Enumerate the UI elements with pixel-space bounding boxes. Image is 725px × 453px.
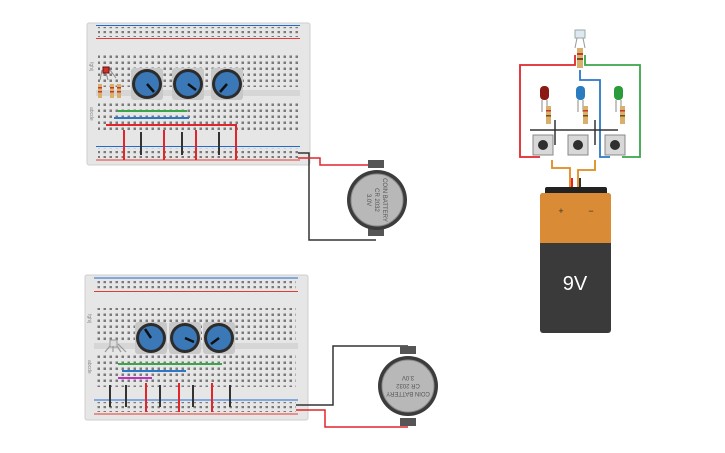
pushbutton-1[interactable] [532, 134, 554, 156]
pushbutton-3[interactable] [604, 134, 626, 156]
row-letters-bottom: abcde [86, 360, 92, 374]
row-letters-top: fghij [88, 62, 94, 71]
led-blue[interactable] [576, 86, 585, 112]
coin-battery-2-voltage: 3.0V [402, 374, 414, 380]
row-letters-top: fghij [86, 314, 92, 323]
wire-red-coin1[interactable] [298, 157, 376, 166]
coin-battery-1-voltage: 3.0V [365, 194, 371, 206]
potentiometer-2[interactable] [172, 68, 204, 100]
resistors-top[interactable] [98, 84, 121, 98]
rgb-led-bottom[interactable] [104, 339, 127, 353]
led-button-circuit[interactable] [519, 29, 641, 190]
wire-black-coin1[interactable] [298, 152, 376, 241]
wire-orange-right[interactable] [551, 160, 596, 187]
coin-battery-1-type: CR 2032 [373, 188, 379, 212]
breadboard-bottom[interactable]: fghij abcde [84, 274, 309, 421]
wire-black-coin2[interactable] [296, 345, 408, 406]
battery-minus-sign: − [588, 206, 593, 216]
wire-red-coin2[interactable] [296, 409, 408, 428]
coin-battery-1-label: COIN BATTERY [381, 178, 387, 222]
wire-red-right[interactable] [519, 55, 576, 158]
potentiometer-5[interactable] [169, 322, 201, 354]
nine-volt-battery[interactable]: + − 9V [540, 187, 611, 333]
potentiometer-1[interactable] [131, 68, 163, 100]
breadboard-top[interactable]: fghij abcde [86, 22, 311, 166]
rgb-led-right[interactable] [574, 29, 586, 49]
coin-battery-1[interactable]: COIN BATTERY CR 2032 3.0V [347, 160, 407, 236]
coin-battery-2-label: COIN BATTERY [386, 390, 430, 396]
wire-black-right-2[interactable] [554, 120, 596, 145]
rgb-led-top[interactable] [99, 66, 117, 81]
row-letters-bottom: abcde [88, 107, 94, 121]
coin-battery-2-type: CR 2032 [396, 382, 420, 388]
wire-blue-right[interactable] [579, 70, 610, 158]
battery-plus-sign: + [558, 206, 563, 216]
wire-green-right[interactable] [584, 55, 641, 158]
coin-battery-2[interactable]: COIN BATTERY CR 2032 3.0V [378, 346, 438, 426]
potentiometer-3[interactable] [211, 68, 243, 100]
battery-voltage-label: 9V [563, 273, 588, 295]
potentiometer-6[interactable] [203, 322, 235, 354]
pushbutton-2[interactable] [567, 134, 589, 156]
potentiometer-4[interactable] [135, 322, 167, 354]
